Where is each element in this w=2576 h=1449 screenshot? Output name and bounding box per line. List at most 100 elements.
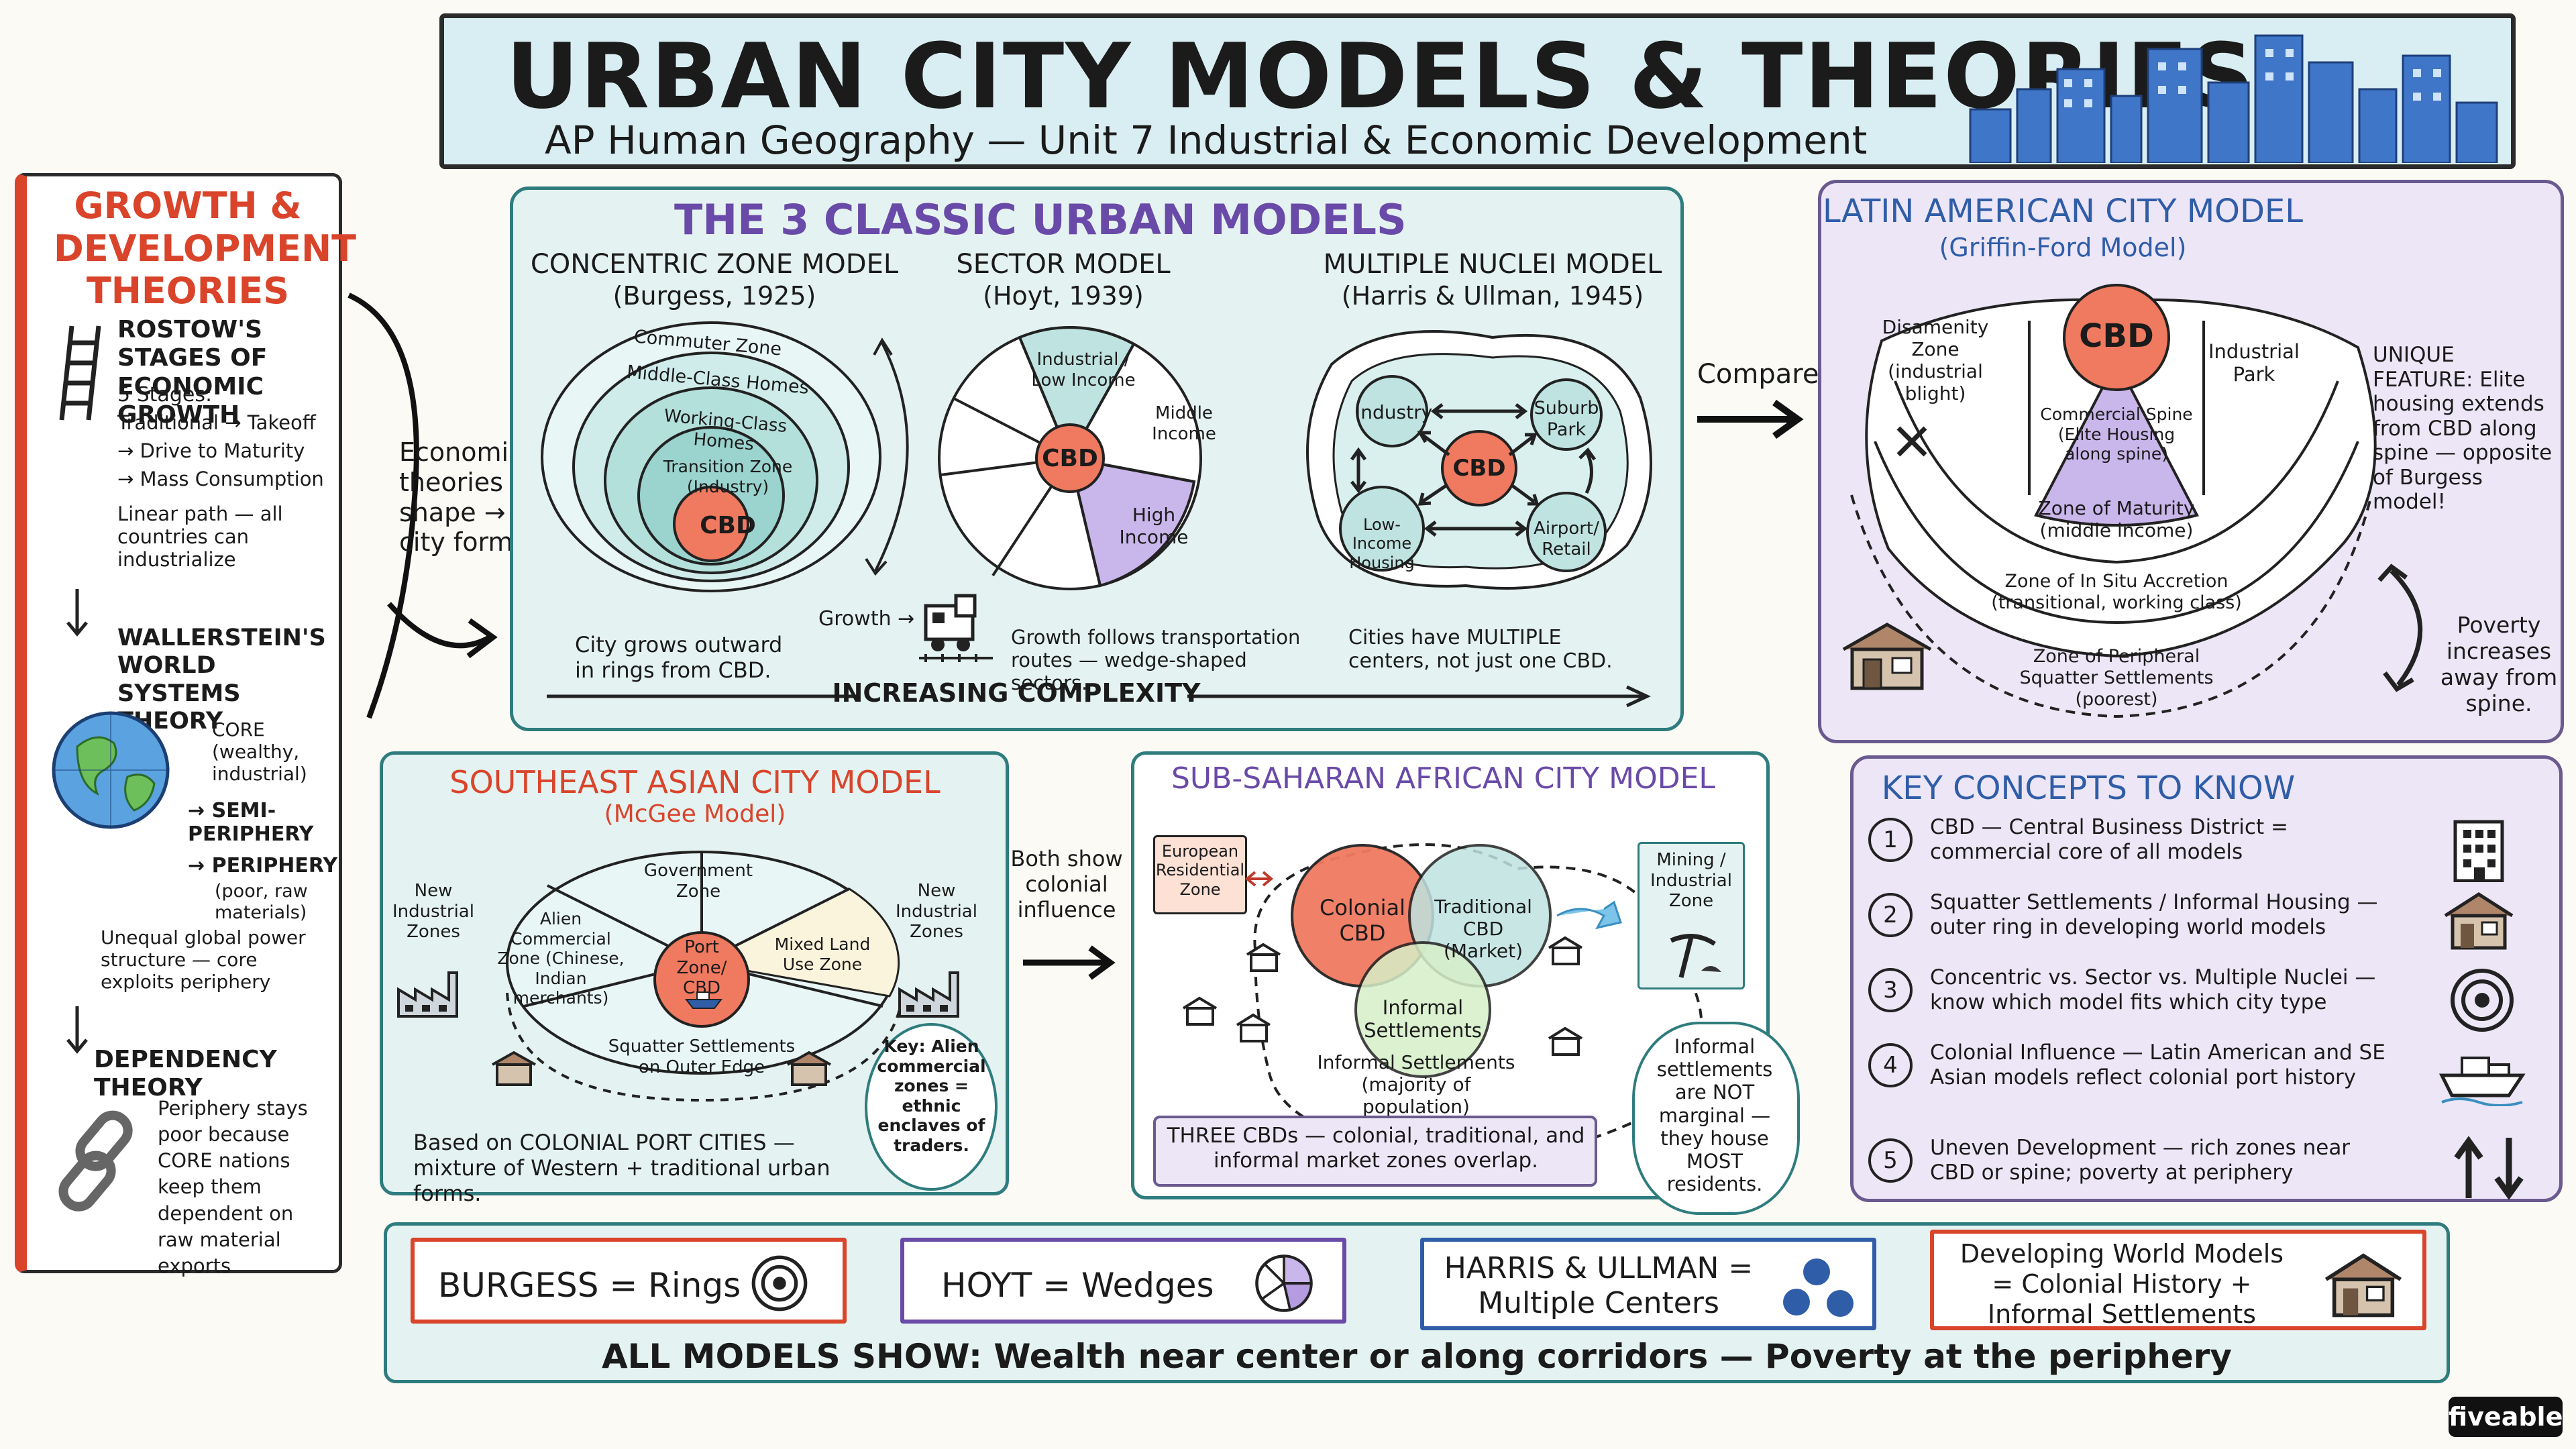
dots-icon [1783,1258,1854,1317]
concept-item: 1 CBD — Central Business District = comm… [1868,814,2553,888]
concept-text: CBD — Central Business District = commer… [1930,815,2288,864]
concept-number: 5 [1868,1138,1913,1183]
shack-icon [2324,1253,2402,1318]
harris-box: HARRIS & ULLMAN = Multiple Centers [1420,1238,1876,1330]
sector-title: SECTOR MODEL [956,249,1171,280]
stage-3: → Mass Consumption [117,468,324,490]
seasian-new-industrial-left: New Industrial Zones [392,881,474,943]
latin-diagram [1850,284,2377,718]
header-banner: URBAN CITY MODELS & THEORIES AP Human Ge… [439,13,2516,169]
sector-middle: Middle Income [1152,403,1216,444]
page-title: URBAN CITY MODELS & THEORIES [506,24,2256,129]
ship-icon [2438,1057,2526,1106]
african-european: European Residential Zone [1155,842,1245,899]
concentric-cite: (Burgess, 1925) [612,281,816,311]
latin-cbd: CBD [2079,317,2154,355]
seasian-diagram [506,851,904,1102]
seasian-caption: Based on COLONIAL PORT CITIES — mixture … [413,1130,830,1206]
compare-label: Compare [1697,359,1819,390]
nucleus-suburb: Suburb Park [1534,398,1599,440]
african-mining: Mining / Industrial Zone [1650,850,1732,912]
concentric-cbd-circle [673,486,749,562]
key-concepts-panel: KEY CONCEPTS TO KNOW 1 CBD — Central Bus… [1850,755,2563,1202]
shack-icon [1548,1026,1583,1056]
nucleus-airport: Airport/ Retail [1534,519,1599,559]
seasian-mixed: Mixed Land Use Zone [774,934,871,974]
concept-number: 4 [1868,1043,1913,1087]
nucleus-industry: Industry [1355,401,1433,423]
shack-icon [2444,892,2514,950]
right-arrow-icon [1023,945,1116,980]
nuclei-cite: (Harris & Ullman, 1945) [1341,281,1644,311]
burgess-box: BURGESS = Rings [411,1238,847,1324]
african-informal-note: Informal Settlements (majority of popula… [1317,1051,1515,1118]
seasian-port: Port Zone/ CBD [676,937,727,999]
concentric-title: CONCENTRIC ZONE MODEL [530,249,899,280]
stage-2: → Drive to Maturity [117,439,305,462]
mining-zone-box [1638,842,1745,989]
latin-maturity: Zone of Maturity (middle income) [2038,497,2195,542]
concept-text: Squatter Settlements / Informal Housing … [1930,890,2378,939]
african-bubble [1632,1022,1800,1215]
factory-icon [397,971,458,1018]
all-models-note: ALL MODELS SHOW: Wealth near center or a… [601,1337,2233,1376]
concept-item: 4 Colonial Influence — Latin American an… [1868,1039,2553,1126]
hoyt-label: HOYT = Wedges [941,1266,1214,1305]
nucleus-lowincome: Low-Income Housing [1349,515,1415,572]
connector-arrow [347,292,498,719]
concept-text: Uneven Development — rich zones near CBD… [1930,1136,2351,1185]
shack-icon [492,1051,536,1086]
concept-number: 1 [1868,818,1913,862]
sector-cite: (Hoyt, 1939) [983,281,1144,311]
hoyt-box: HOYT = Wedges [900,1238,1346,1324]
african-informal: Informal Settlements [1364,996,1482,1042]
dependency-text: Periphery stays poor because CORE nation… [158,1097,308,1277]
sector-cbd: CBD [1042,445,1098,472]
both-show-note: Both show colonial influence [1010,846,1123,922]
european-zone-box [1153,835,1247,914]
latin-american-panel: LATIN AMERICAN CITY MODEL (Griffin-Ford … [1818,180,2564,743]
african-panel: SUB-SAHARAN AFRICAN CITY MODEL European … [1131,751,1800,1215]
shack-icon [787,1051,831,1086]
growth-title: GROWTH & DEVELOPMENT THEORIES [54,184,357,313]
nucleus-cbd: CBD [1452,455,1506,482]
concentric-cbd: CBD [700,512,756,539]
burgess-label: BURGESS = Rings [438,1266,741,1305]
african-title: SUB-SAHARAN AFRICAN CITY MODEL [1171,761,1715,796]
shack-icon [1246,943,1281,972]
seasian-alien: Alien Commercial Zone (Chinese, Indian m… [497,909,625,1008]
periphery-label: → PERIPHERY [188,854,338,877]
classic-title: THE 3 CLASSIC URBAN MODELS [674,195,1407,244]
concept-number: 2 [1868,893,1913,937]
developing-label: Developing World Models = Colonial Histo… [1960,1239,2284,1329]
factory-icon [898,971,959,1018]
growth-arrow-label: Growth → [818,607,915,631]
developing-box: Developing World Models = Colonial Histo… [1930,1230,2426,1330]
growth-theories-panel: GROWTH & DEVELOPMENT THEORIES ROSTOW'S S… [15,173,357,1277]
semi-periphery-label: → SEMI-PERIPHERY [188,799,314,847]
concept-number: 3 [1868,968,1913,1012]
seasian-title: SOUTHEAST ASIAN CITY MODEL [449,764,941,800]
concept-item: 5 Uneven Development — rich zones near C… [1868,1134,2553,1201]
latin-subtitle: (Griffin-Ford Model) [1939,233,2187,262]
sector-pie-diagram [938,326,1202,590]
key-concepts-title: KEY CONCEPTS TO KNOW [1881,769,2296,807]
sector-industrial: Industrial / Low Income [1031,350,1136,390]
latin-insitu: Zone of In Situ Accretion (transitional,… [1991,571,2242,613]
concentric-caption: City grows outward in rings from CBD. [575,632,783,683]
african-caption: THREE CBDs — colonial, traditional, and … [1167,1124,1585,1173]
concept-text: Concentric vs. Sector vs. Multiple Nucle… [1930,965,2376,1014]
pickaxe-icon [1670,934,1721,978]
shack-icon [1182,996,1218,1026]
down-arrow-icon [66,589,88,637]
seasian-new-industrial-right: New Industrial Zones [896,881,977,943]
nuclei-title: MULTIPLE NUCLEI MODEL [1323,249,1662,280]
compare-arrow [1697,399,1804,439]
periphery-note: (poor, raw materials) [215,881,308,923]
sector-caption: Growth follows transportation routes — w… [1011,626,1301,695]
latin-poverty: Poverty increases away from spine. [2440,612,2558,716]
concept-text: Colonial Influence — Latin American and … [1930,1040,2385,1089]
train-icon [919,594,993,662]
seasian-subtitle: (McGee Model) [604,800,786,828]
shack-icon [1236,1013,1271,1042]
